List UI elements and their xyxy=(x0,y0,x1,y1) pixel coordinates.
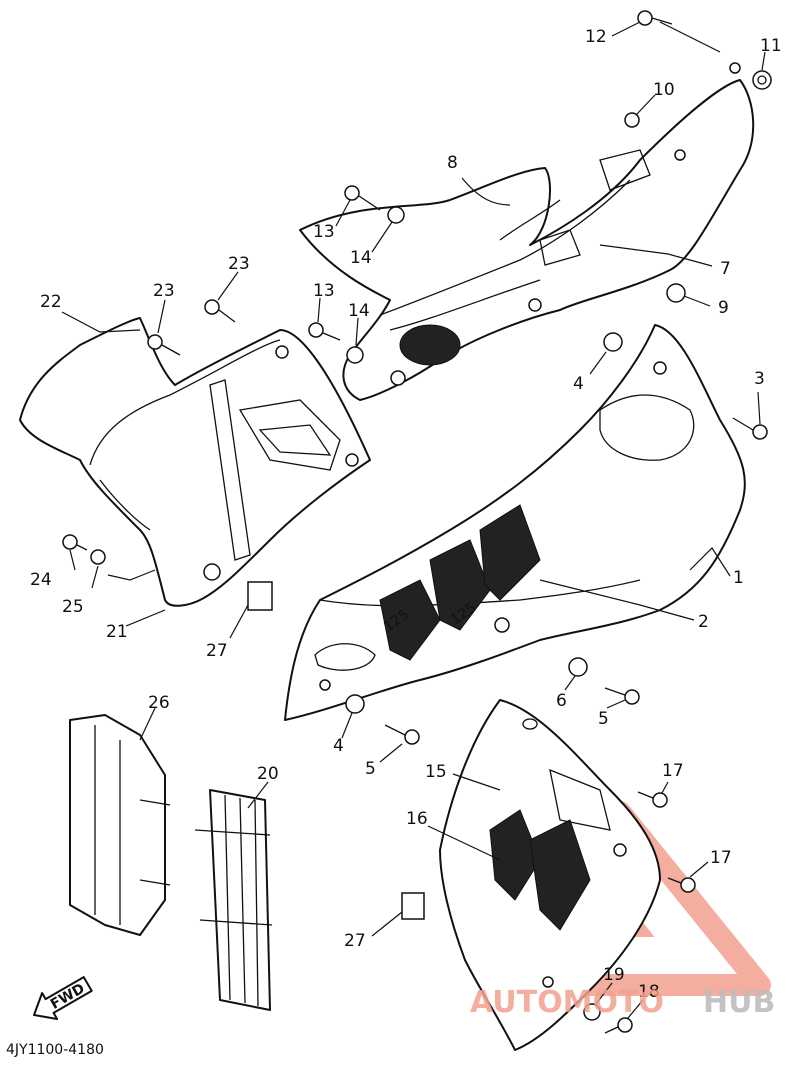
callout-2: 2 xyxy=(698,612,709,632)
collar-9 xyxy=(666,283,686,303)
leader-lines xyxy=(61,21,766,1019)
bolt-5-lower xyxy=(384,724,420,745)
callout-21: 21 xyxy=(106,622,128,642)
callout-27-right: 27 xyxy=(344,931,366,951)
callout-4-upper: 4 xyxy=(573,374,584,394)
callout-17-upper: 17 xyxy=(662,761,684,781)
side-panel-main: 125 125 xyxy=(284,324,746,721)
fwd-arrow: FWD xyxy=(33,976,93,1020)
watermark-text-1: AUTOMOTO xyxy=(470,985,664,1020)
bolt-17-upper xyxy=(637,791,668,808)
bolt-23-lower xyxy=(147,334,181,356)
callout-13-lower: 13 xyxy=(313,281,335,301)
side-cover-lower xyxy=(439,699,661,1051)
callout-12: 12 xyxy=(585,27,607,47)
washer-25 xyxy=(90,549,106,565)
watermark-text: AUTOMOTO HUB xyxy=(470,985,775,1020)
callout-11: 11 xyxy=(760,36,782,56)
collar-4-upper xyxy=(603,332,623,352)
callout-14-lower: 14 xyxy=(348,301,370,321)
callout-3: 3 xyxy=(754,369,765,389)
bolt-10 xyxy=(624,112,640,128)
callout-1: 1 xyxy=(733,568,744,588)
collar-6 xyxy=(568,657,588,677)
radiator-louver xyxy=(194,789,273,1011)
bolt-13-lower xyxy=(308,322,341,341)
nut-27-left xyxy=(247,581,273,611)
callout-26: 26 xyxy=(148,693,170,713)
collar-14-lower xyxy=(346,346,364,364)
bolt-12 xyxy=(637,10,673,26)
bolt-18 xyxy=(604,1017,633,1034)
hardware-parts xyxy=(62,10,772,1034)
radiator-guard xyxy=(69,714,171,936)
callout-13-upper: 13 xyxy=(313,222,335,242)
callout-18: 18 xyxy=(638,982,660,1002)
callout-7: 7 xyxy=(720,259,731,279)
radiator-shroud-left xyxy=(19,317,371,607)
callout-27-left: 27 xyxy=(206,641,228,661)
collar-14-upper xyxy=(387,206,405,224)
side-cover-upper xyxy=(299,62,755,401)
watermark-text-2: HUB xyxy=(703,985,775,1020)
callout-labels: 1 2 3 4 4 5 5 6 7 8 9 10 11 12 13 13 14 … xyxy=(30,27,782,1002)
callout-17-lower: 17 xyxy=(710,848,732,868)
callout-20: 20 xyxy=(257,764,279,784)
callout-6: 6 xyxy=(556,691,567,711)
callout-24: 24 xyxy=(30,570,52,590)
callout-22: 22 xyxy=(40,292,62,312)
callout-16: 16 xyxy=(406,809,428,829)
callout-9: 9 xyxy=(718,298,729,318)
bolt-23-upper xyxy=(204,299,236,323)
bolt-17-lower xyxy=(667,877,696,893)
callout-25: 25 xyxy=(62,597,84,617)
collar-4-lower xyxy=(345,694,365,714)
callout-23-upper: 23 xyxy=(228,254,250,274)
callout-14-upper: 14 xyxy=(350,248,372,268)
callout-5-right: 5 xyxy=(598,709,609,729)
callout-19: 19 xyxy=(603,965,625,985)
bolt-24 xyxy=(62,534,88,551)
washer-19 xyxy=(583,1003,601,1021)
bolt-3 xyxy=(732,417,768,440)
nut-27-right xyxy=(401,892,425,920)
callout-4-lower: 4 xyxy=(333,736,344,756)
callout-23-lower: 23 xyxy=(153,281,175,301)
callout-10: 10 xyxy=(653,80,675,100)
bolt-5-right xyxy=(604,687,640,705)
callout-5-lower: 5 xyxy=(365,759,376,779)
callout-8: 8 xyxy=(447,153,458,173)
nut-11 xyxy=(752,70,772,90)
callout-15: 15 xyxy=(425,762,447,782)
bolt-13-upper xyxy=(344,185,381,211)
diagram-code: 4JY1100-4180 xyxy=(6,1042,104,1058)
